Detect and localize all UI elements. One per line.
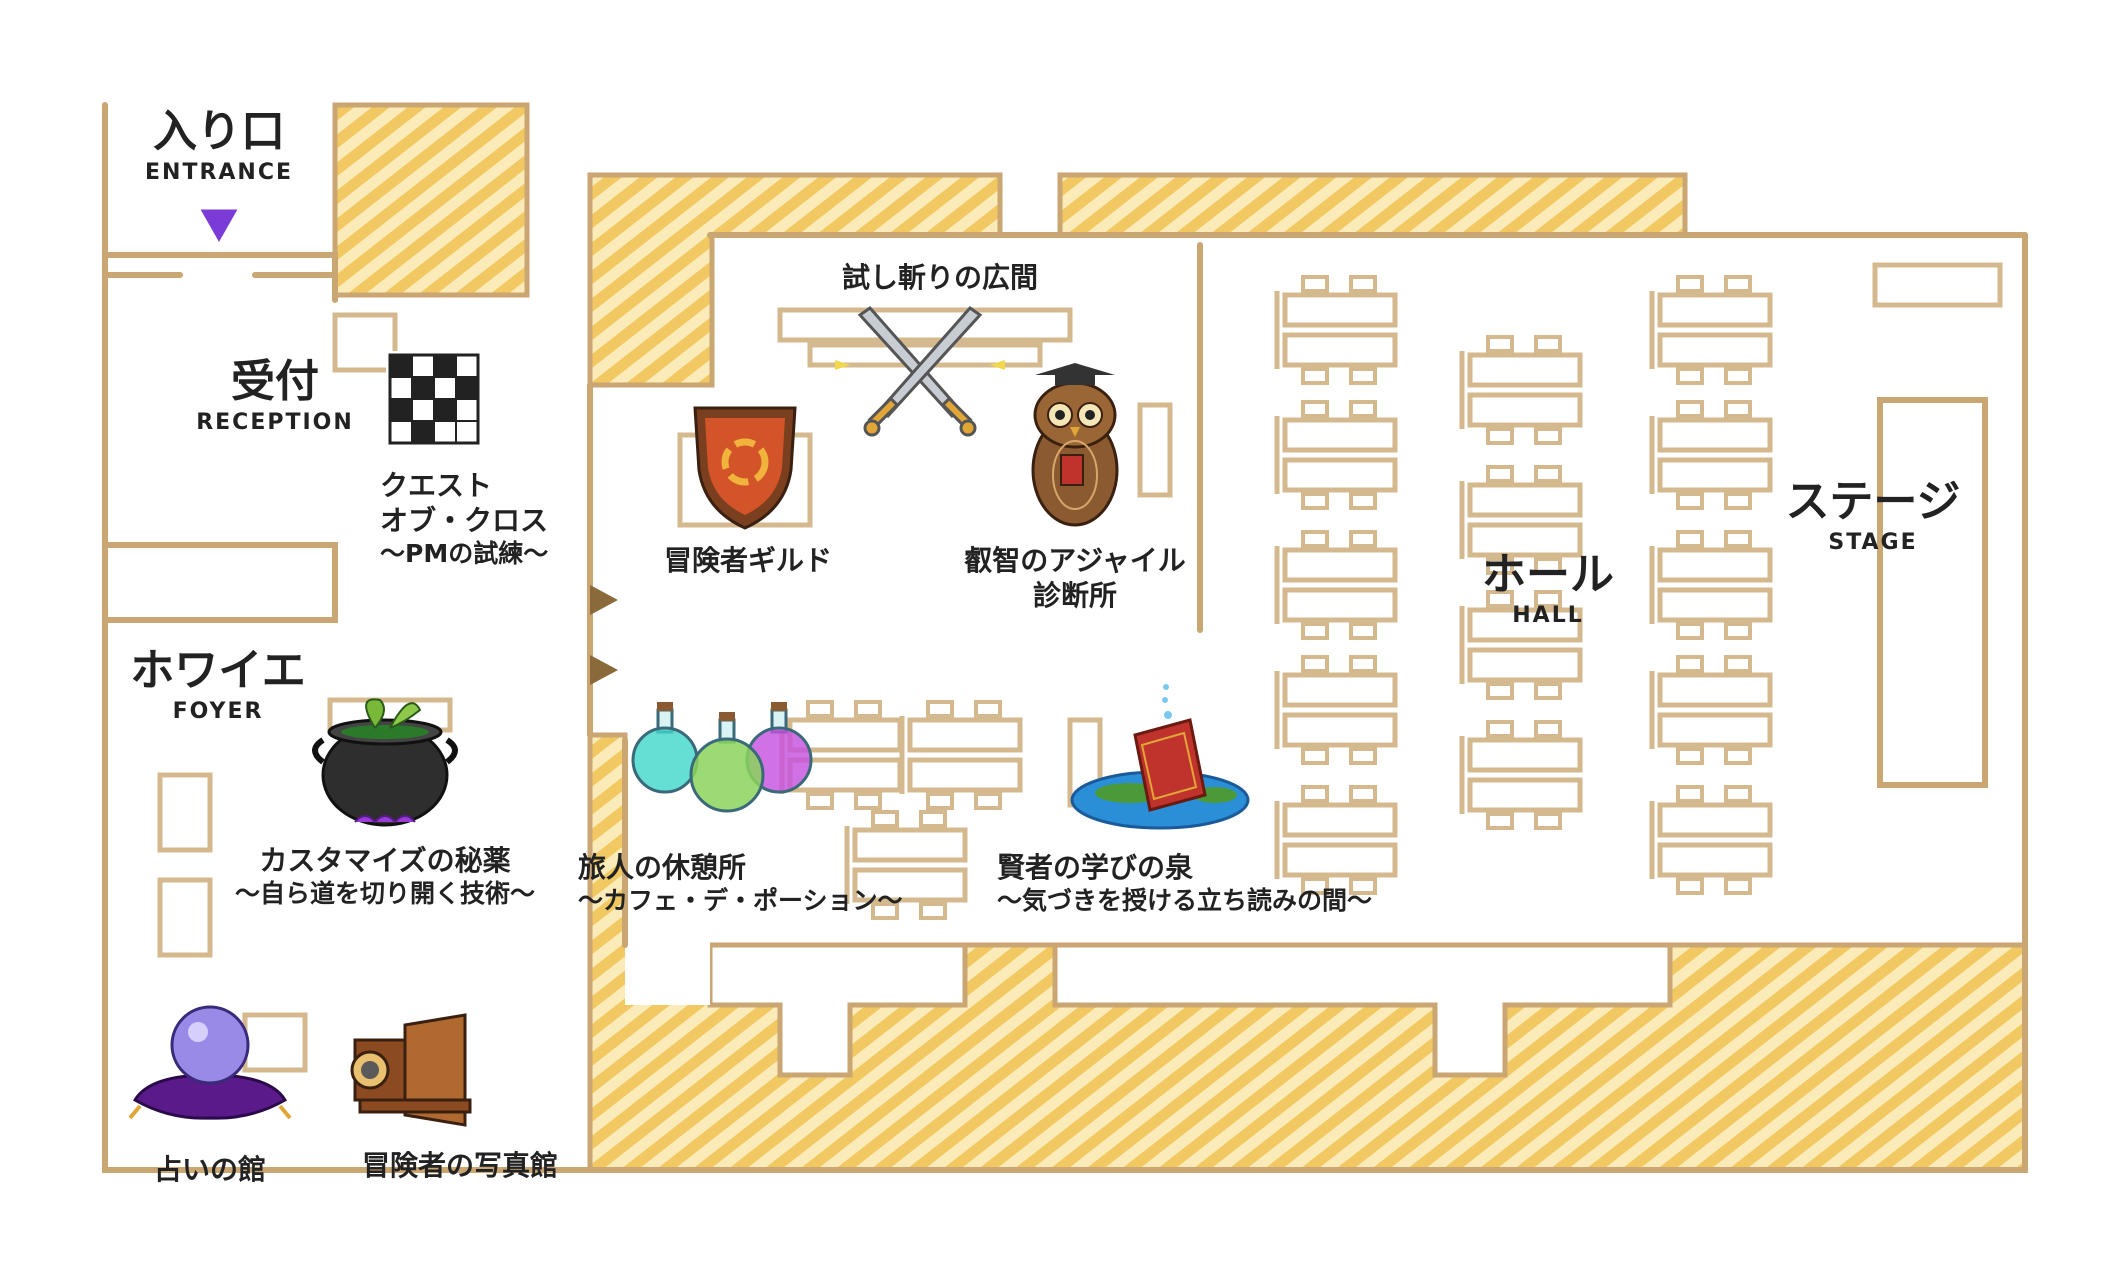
hall-label: ホール HALL (1482, 547, 1614, 630)
reception-label-en: RECEPTION (196, 410, 354, 435)
crystal-ball-icon (128, 1005, 292, 1120)
shield-icon (693, 406, 797, 530)
booth-owl-label: 叡智のアジャイル 診断所 (964, 543, 1185, 613)
stage-label-jp: ステージ (1785, 476, 1961, 527)
booth-trial-label: 試し斬りの広間 (841, 261, 1039, 294)
booth-fountain-line1: 賢者の学びの泉 (997, 851, 1194, 884)
cauldron-icon (312, 698, 458, 827)
booth-quest-line2: オブ・クロス (380, 504, 549, 537)
booth-owl-line1: 叡智のアジャイル (964, 544, 1186, 577)
booth-quest-line1: クエスト (380, 469, 493, 502)
reception-label: 受付 RECEPTION (196, 354, 354, 437)
entrance-marker-icon (195, 206, 243, 249)
booth-quest-line3: 〜PMの試練〜 (380, 539, 549, 568)
crossword-grid-icon (386, 351, 482, 447)
foyer-label-jp: ホワイエ (130, 645, 306, 696)
booth-fortune-label: 占いの館 (153, 1153, 267, 1186)
stage-label: ステージ STAGE (1785, 474, 1960, 557)
booth-cafe-label: 旅人の休憩所 〜カフェ・デ・ポーション〜 (578, 850, 903, 916)
booth-potion-label: カスタマイズの秘薬 〜自ら道を切り開く技術〜 (235, 843, 535, 909)
booth-owl-line2: 診断所 (1032, 579, 1118, 612)
foyer-label-en: FOYER (172, 699, 264, 724)
booth-fountain-label: 賢者の学びの泉 〜気づきを授ける立ち読みの間〜 (997, 850, 1372, 916)
walls (102, 102, 2028, 1173)
booth-cafe-line1: 旅人の休憩所 (578, 851, 747, 884)
book-fountain-icon (1070, 684, 1250, 830)
booth-fountain-line2: 〜気づきを授ける立ち読みの間〜 (997, 886, 1373, 915)
hall-label-en: HALL (1512, 603, 1584, 628)
reception-label-jp: 受付 (230, 356, 319, 407)
foyer-label: ホワイエ FOYER (130, 643, 306, 726)
camera-icon (350, 1013, 472, 1127)
entrance-label: 入り口 ENTRANCE (145, 104, 293, 187)
booth-cafe-line2: 〜カフェ・デ・ポーション〜 (578, 886, 903, 915)
hall-label-jp: ホール (1482, 549, 1614, 600)
owl-icon (1031, 363, 1119, 527)
stage-label-en: STAGE (1828, 530, 1918, 555)
stage-platform (1877, 397, 1988, 788)
potion-bottles-icon (631, 702, 813, 813)
arrow-right-icon (590, 655, 618, 685)
entrance-label-en: ENTRANCE (145, 160, 293, 185)
booth-guild-label: 冒険者ギルド (663, 544, 833, 577)
crossed-swords-icon (835, 306, 1005, 437)
booth-photo-label: 冒険者の写真館 (361, 1149, 559, 1182)
booth-potion-line2: 〜自ら道を切り開く技術〜 (234, 879, 536, 908)
arrow-right-icon (590, 585, 618, 615)
entrance-label-jp: 入り口 (153, 106, 285, 157)
booth-potion-line1: カスタマイズの秘薬 (259, 844, 511, 877)
booth-quest-label: クエスト オブ・クロス 〜PMの試練〜 (380, 468, 548, 569)
